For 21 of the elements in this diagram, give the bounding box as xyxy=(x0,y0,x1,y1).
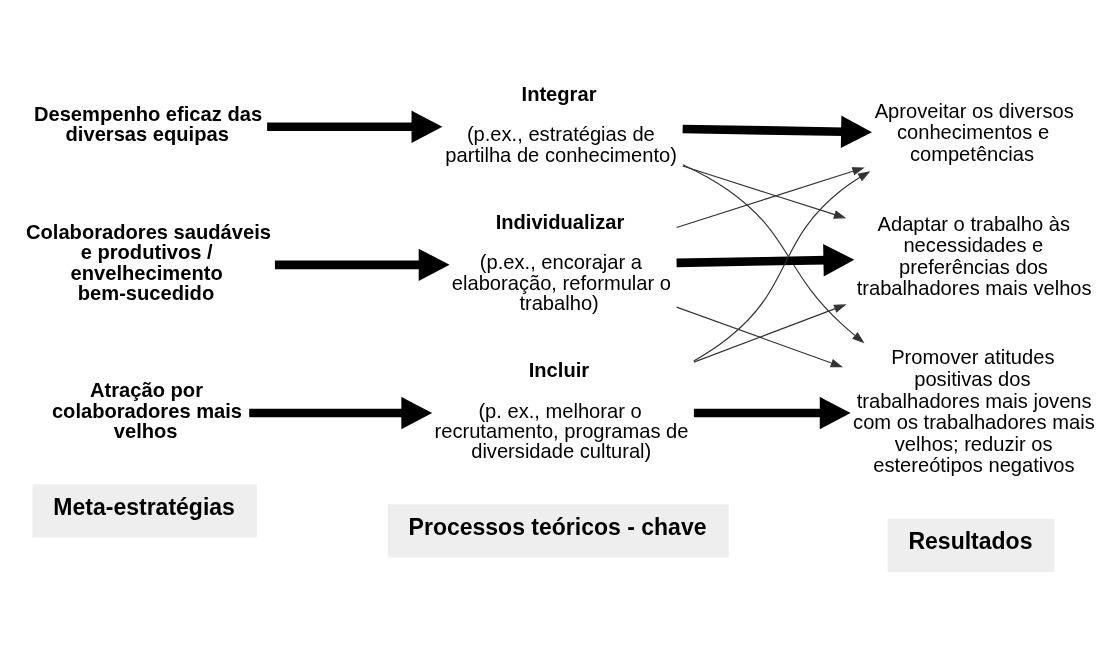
node-text: Desempenho eficaz das diversas equipas xyxy=(33,103,263,146)
arrow xyxy=(274,248,450,282)
node-text: Individualizar (p.ex., encorajar a elaboração, reformular o trabalho) xyxy=(451,211,672,314)
arrow xyxy=(682,165,847,219)
arrow xyxy=(693,304,847,363)
arrow xyxy=(693,171,871,362)
arrow xyxy=(676,167,865,229)
arrow xyxy=(676,306,843,368)
node-text: Adaptar o trabalho às necessidades e preferências dos trabalhadores mais velhos xyxy=(856,212,1092,300)
arrow xyxy=(249,396,433,430)
node-text: Atração por colaboradores mais velhos xyxy=(51,379,243,442)
node-text: Aproveitar os diversos conhecimentos e competências xyxy=(874,99,1074,165)
node-text: Integrar (p.ex., estratégias de partilha de conhecimento) xyxy=(445,83,677,166)
arrow xyxy=(682,164,865,344)
node-text: Incluir (p. ex., melhorar o recrutamento, programas de diversidade cultural) xyxy=(434,359,689,462)
arrow xyxy=(267,110,443,143)
arrow xyxy=(682,115,872,148)
node-text: Promover atitudes positivas dos trabalhadores mais jovens com os trabalhadores mais velhos; reduzir os estereótipos negativos xyxy=(853,346,1095,477)
arrow xyxy=(693,396,851,430)
node-text: Colaboradores saudáveis e produtivos / envelhecimento bem-sucedido xyxy=(26,221,271,304)
arrow xyxy=(676,244,855,277)
